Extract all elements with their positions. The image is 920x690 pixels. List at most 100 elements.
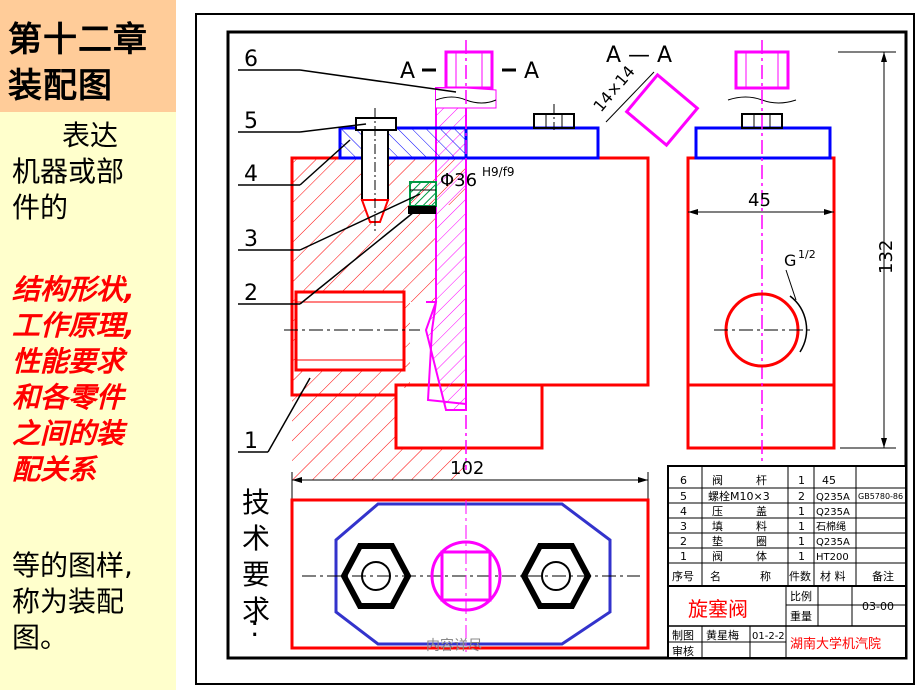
tech-req-5: : — [250, 610, 259, 643]
emphasis-line-6: 配关系 — [12, 453, 97, 486]
balloon-6: 6 — [244, 47, 258, 72]
row-2-name-a: 垫 — [712, 534, 723, 548]
chapter-title: 第十二章 — [8, 20, 148, 60]
section-view-label: A — A — [606, 43, 672, 68]
header-name-a: 名 — [710, 569, 721, 583]
intro-line-2: 机器或部 — [12, 155, 125, 188]
emphasis-line-3: 性能要求 — [12, 345, 125, 378]
height-dimension: 132 — [876, 240, 897, 274]
row-5-qty: 2 — [798, 490, 805, 503]
tech-requirements: 技 术 要 求 : — [242, 486, 270, 643]
section-left-label: A — [400, 59, 415, 84]
row-6-material: 45 — [822, 474, 836, 487]
school-name: 湖南大学机汽院 — [790, 636, 881, 652]
row-5-name: 螺栓M10×3 — [708, 489, 770, 503]
row-3-material: 石棉绳 — [816, 520, 846, 533]
row-2-no: 2 — [680, 535, 687, 548]
outro-line-1: 等的图样, — [12, 549, 133, 582]
intro-line-3: 件的 — [12, 191, 69, 224]
row-4-name-b: 盖 — [756, 504, 767, 518]
packing — [409, 181, 437, 207]
balloon-3: 3 — [244, 227, 258, 252]
row-1-name-b: 体 — [756, 549, 767, 563]
top-view: 102 内容详尽 — [290, 458, 650, 654]
tech-req-1: 技 — [242, 486, 270, 519]
tech-req-3: 要 — [242, 558, 270, 591]
stem-top — [440, 550, 492, 602]
scale-label: 比例 — [790, 589, 812, 603]
drawn-date: 01-2-2 — [752, 631, 785, 642]
header-qty: 件数 — [789, 570, 811, 583]
slide-sidebar: 第十二章 装配图 表达 机器或部 件的 结构形状, 工作原理, 性能要求 和各零… — [0, 0, 176, 690]
section-right-label: A — [524, 59, 539, 84]
chapter-subtitle: 装配图 — [8, 66, 113, 106]
row-6-no: 6 — [680, 474, 687, 487]
washer — [408, 206, 436, 214]
emphasis-line-2: 工作原理, — [12, 309, 135, 342]
header-material: 材 料 — [820, 569, 846, 583]
inlet-bore — [294, 290, 406, 372]
balloon-4: 4 — [244, 162, 258, 187]
balloon-1: 1 — [244, 429, 258, 454]
title-block: 6 阀 杆 1 45 5 螺栓M10×3 2 Q235A GB5780-86 4… — [667, 465, 907, 659]
row-4-qty: 1 — [798, 505, 805, 518]
row-2-qty: 1 — [798, 535, 805, 548]
thread-size: 1/2 — [798, 248, 816, 261]
fit-label: Φ36 — [440, 170, 477, 191]
emphasis-line-1: 结构形状, — [12, 273, 135, 306]
inner-frame — [226, 30, 908, 660]
outro-line-3: 图。 — [12, 621, 69, 654]
thread-label: G — [784, 251, 796, 270]
gland — [338, 126, 468, 160]
drawing-name: 旋塞阀 — [688, 597, 748, 621]
row-1-name-a: 阀 — [712, 549, 723, 563]
side-view: G 1/2 45 132 — [686, 40, 897, 470]
row-3-no: 3 — [680, 520, 687, 533]
top-gland — [334, 502, 612, 646]
width-dimension: 45 — [748, 190, 771, 211]
row-4-material: Q235A — [816, 507, 850, 518]
row-6-qty: 1 — [798, 474, 805, 487]
row-2-material: Q235A — [816, 537, 850, 548]
section-aa: A — A 14×14 — [589, 43, 700, 148]
intro-line-1: 表达 — [62, 119, 119, 152]
chapter-title-box: 第十二章 装配图 — [0, 0, 176, 112]
top-body — [290, 498, 650, 650]
front-view: A A Φ36 H9/f9 6 5 4 3 2 1 — [238, 40, 650, 480]
square-section — [624, 72, 700, 148]
balloon-5: 5 — [244, 109, 258, 134]
row-3-name-b: 料 — [756, 519, 767, 533]
outer-frame — [195, 13, 915, 685]
emphasis-line-4: 和各零件 — [12, 381, 125, 414]
outro-line-2: 称为装配 — [12, 585, 125, 618]
check-label: 审核 — [672, 644, 694, 658]
drawer-name: 黄星梅 — [706, 628, 739, 642]
stem-square — [444, 50, 494, 90]
header-no: 序号 — [672, 569, 694, 583]
row-1-no: 1 — [680, 550, 687, 563]
part-balloons — [238, 69, 457, 453]
row-3-qty: 1 — [798, 520, 805, 533]
length-dimension: 102 — [450, 458, 484, 479]
tech-req-4: 求 — [242, 594, 270, 627]
header-name-b: 称 — [760, 569, 771, 583]
nut-right — [520, 543, 592, 609]
pipe-port — [724, 292, 800, 368]
row-5-note: GB5780-86 — [858, 492, 903, 501]
weight-label: 重量 — [790, 609, 812, 623]
watermark: 内容详尽 — [426, 637, 482, 654]
row-5-material: Q235A — [816, 492, 850, 503]
drawing-number: 03-00 — [862, 600, 894, 613]
row-5-no: 5 — [680, 490, 687, 503]
row-6-name-b: 杆 — [756, 473, 767, 487]
fit-tolerance: H9/f9 — [482, 165, 515, 179]
row-6-name-a: 阀 — [712, 473, 723, 487]
row-1-material: HT200 — [816, 552, 849, 563]
header-note: 备注 — [872, 569, 894, 583]
row-4-no: 4 — [680, 505, 687, 518]
row-2-name-b: 圈 — [756, 535, 767, 548]
balloon-2: 2 — [244, 281, 258, 306]
row-4-name-a: 压 — [712, 505, 723, 518]
emphasis-line-5: 之间的装 — [12, 417, 125, 450]
